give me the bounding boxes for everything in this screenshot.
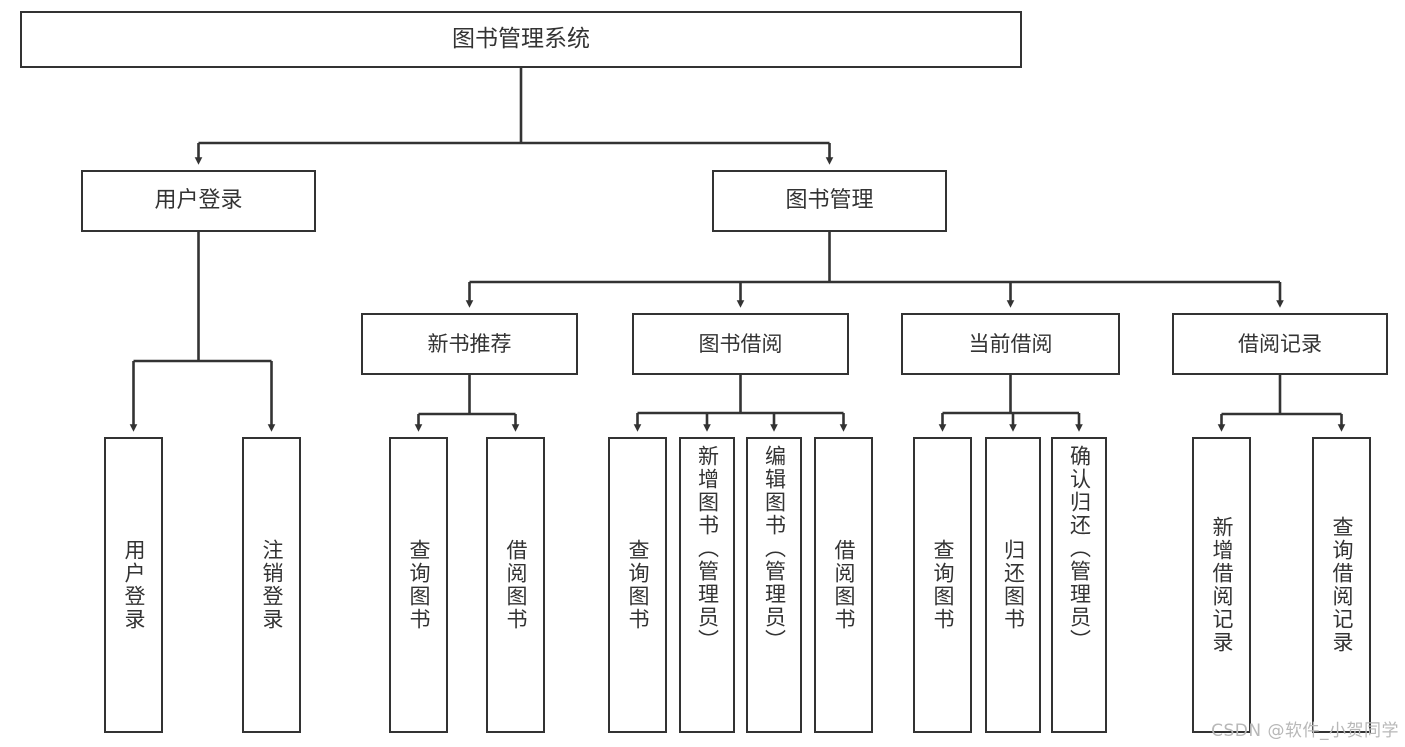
leaf-query-book-current-label: 查询图书 (931, 539, 955, 631)
node-book-manage-label: 图书管理 (785, 188, 874, 214)
leaf-edit-book-label: 编辑图书（管理员） (762, 445, 787, 652)
leaf-user-login[interactable]: 用户登录 (104, 437, 163, 733)
leaf-confirm-return[interactable]: 确认归还（管理员） (1051, 437, 1107, 733)
leaf-query-book-current[interactable]: 查询图书 (913, 437, 972, 733)
node-borrow-record-label: 借阅记录 (1238, 331, 1322, 356)
leaf-query-book-borrow[interactable]: 查询图书 (608, 437, 667, 733)
node-book-borrow[interactable]: 图书借阅 (632, 313, 849, 375)
node-new-book-recommend-label: 新书推荐 (427, 331, 512, 356)
leaf-return-book[interactable]: 归还图书 (985, 437, 1041, 733)
node-user-login-label: 用户登录 (154, 188, 243, 214)
leaf-borrow-book-recommend-label: 借阅图书 (504, 539, 528, 631)
node-root-label: 图书管理系统 (452, 25, 590, 52)
leaf-confirm-return-label: 确认归还（管理员） (1067, 445, 1092, 652)
node-root[interactable]: 图书管理系统 (20, 11, 1022, 68)
leaf-logout[interactable]: 注销登录 (242, 437, 301, 733)
leaf-query-book-recommend[interactable]: 查询图书 (389, 437, 448, 733)
leaf-borrow-book-label: 借阅图书 (832, 539, 856, 631)
leaf-query-borrow-record-label: 查询借阅记录 (1330, 516, 1354, 654)
leaf-borrow-book[interactable]: 借阅图书 (814, 437, 873, 733)
leaf-borrow-book-recommend[interactable]: 借阅图书 (486, 437, 545, 733)
node-borrow-record[interactable]: 借阅记录 (1172, 313, 1388, 375)
leaf-add-book[interactable]: 新增图书（管理员） (679, 437, 735, 733)
leaf-query-borrow-record[interactable]: 查询借阅记录 (1312, 437, 1371, 733)
node-current-borrow-label: 当前借阅 (968, 331, 1053, 356)
leaf-add-book-label: 新增图书（管理员） (695, 445, 720, 652)
node-new-book-recommend[interactable]: 新书推荐 (361, 313, 578, 375)
leaf-edit-book[interactable]: 编辑图书（管理员） (746, 437, 802, 733)
csdn-watermark: CSDN @软件_小贺同学 (1211, 721, 1399, 741)
leaf-user-login-label: 用户登录 (122, 539, 146, 631)
leaf-return-book-label: 归还图书 (1001, 539, 1026, 631)
leaf-add-borrow-record[interactable]: 新增借阅记录 (1192, 437, 1251, 733)
leaf-query-book-recommend-label: 查询图书 (407, 539, 431, 631)
leaf-query-book-borrow-label: 查询图书 (626, 539, 650, 631)
node-user-login[interactable]: 用户登录 (81, 170, 316, 232)
node-current-borrow[interactable]: 当前借阅 (901, 313, 1120, 375)
leaf-logout-label: 注销登录 (260, 539, 284, 631)
node-book-manage[interactable]: 图书管理 (712, 170, 947, 232)
leaf-add-borrow-record-label: 新增借阅记录 (1210, 516, 1234, 654)
node-book-borrow-label: 图书借阅 (698, 331, 783, 356)
